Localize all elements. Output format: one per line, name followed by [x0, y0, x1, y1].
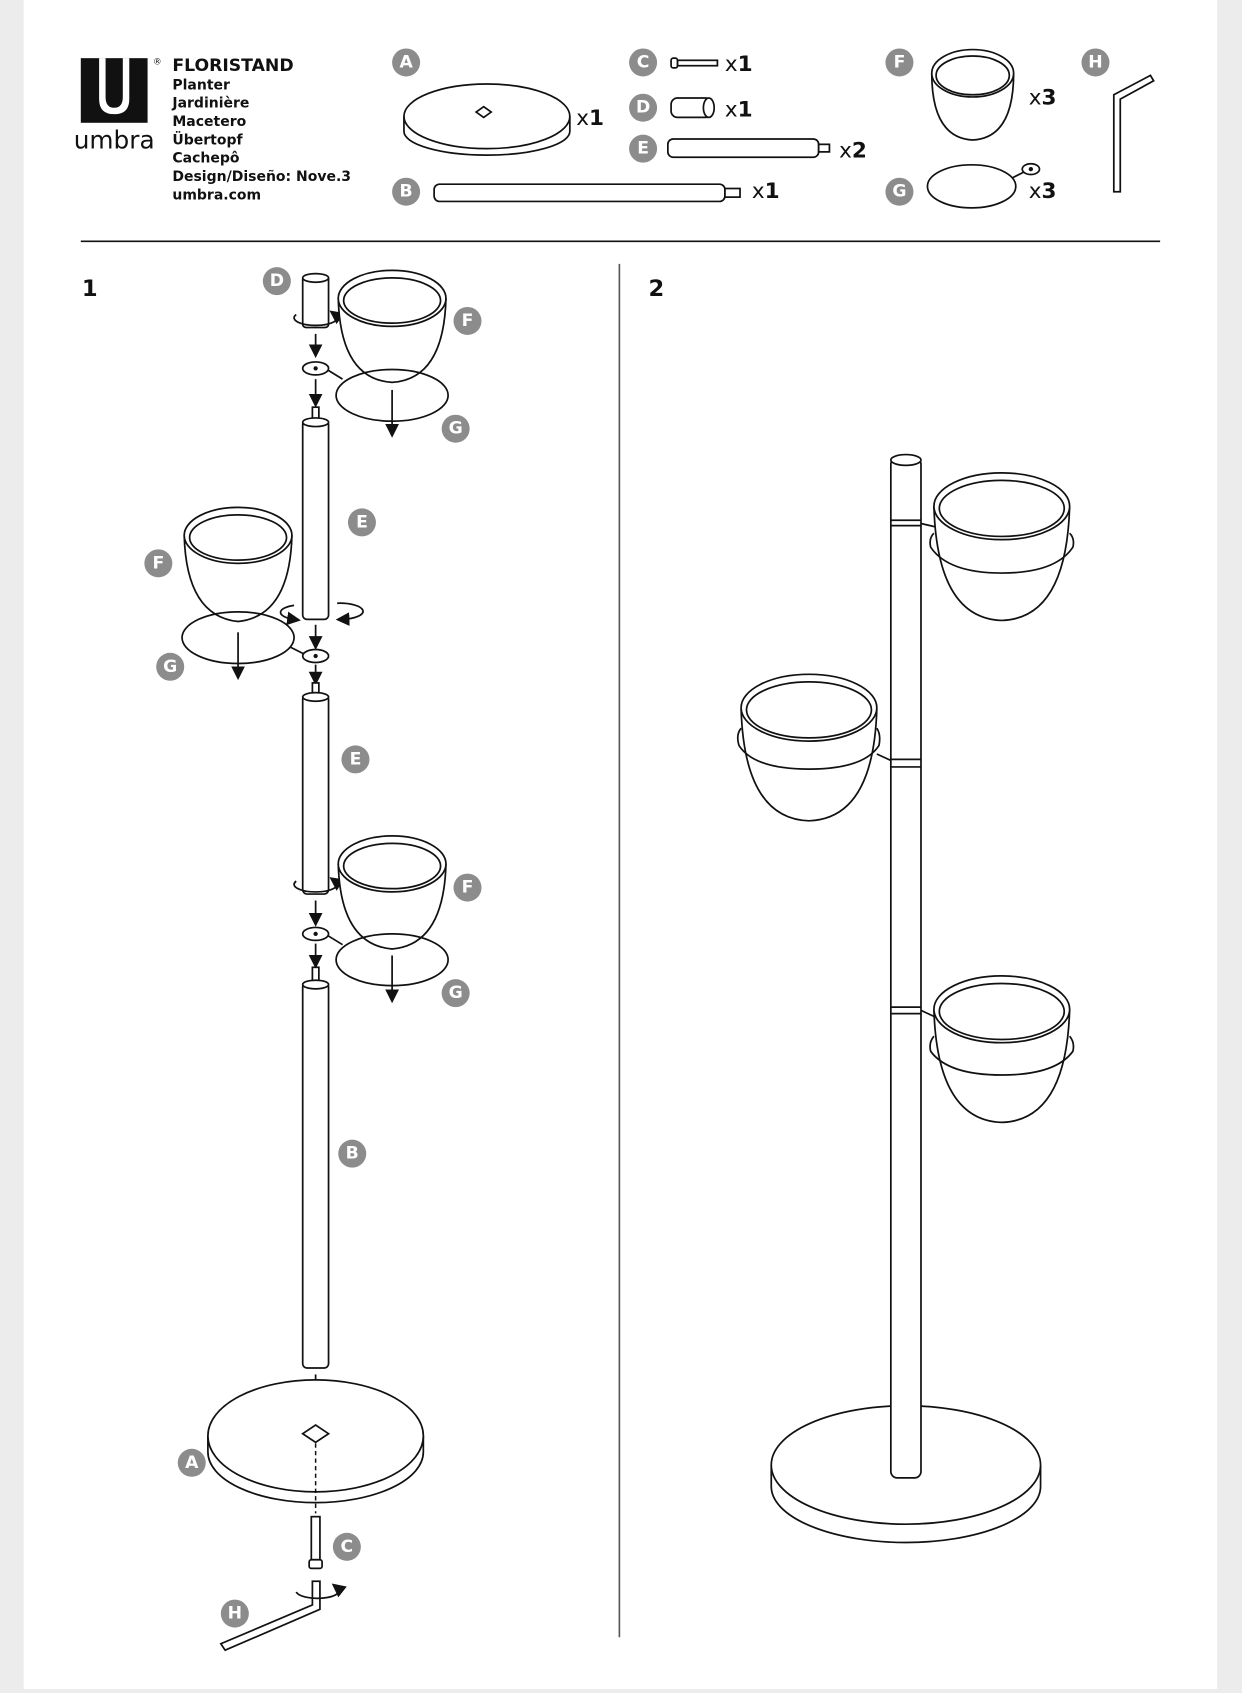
pole-b-part: [301, 981, 330, 1369]
part-label-c: C: [629, 48, 658, 77]
assembled-pot: [920, 975, 1075, 1124]
step-2-assembled-view: [736, 453, 1075, 1544]
brand-name: umbra: [74, 126, 155, 155]
pot-part: [337, 835, 447, 950]
header-line: Übertopf: [172, 130, 243, 148]
callout-g: G: [441, 414, 470, 443]
callout-e: E: [341, 745, 370, 774]
svg-text:E: E: [356, 512, 368, 532]
svg-text:E: E: [637, 139, 649, 159]
part-label-g: G: [885, 177, 914, 206]
ring-part: [301, 361, 449, 423]
screw-icon: [670, 57, 719, 69]
callout-h: H: [220, 1599, 249, 1628]
part-label-d: D: [629, 93, 658, 122]
part-qty-g: x3: [1029, 179, 1057, 204]
part-qty-b: x1: [752, 179, 780, 204]
header-line: Design/Diseño: Nove.3: [172, 169, 351, 185]
svg-text:B: B: [400, 182, 413, 202]
svg-text:F: F: [462, 878, 474, 898]
callout-b: B: [338, 1139, 367, 1168]
callout-d: D: [262, 267, 291, 296]
product-title: FLORISTAND: [172, 56, 293, 76]
parts-list: A x1 B x1 C x1 D x1 E x2 F x3 G: [392, 48, 1155, 209]
assembled-pole: [889, 456, 922, 1479]
callout-f: F: [453, 873, 482, 902]
callout-a: A: [177, 1448, 206, 1477]
rotate-arrow-icon: [293, 310, 345, 327]
part-qty-e: x2: [839, 138, 867, 163]
svg-text:G: G: [892, 182, 906, 202]
header-line: Macetero: [172, 114, 246, 130]
svg-text:H: H: [1088, 52, 1102, 72]
ring-part: [181, 610, 330, 665]
ring-icon: [926, 162, 1041, 209]
step-1-exploded-view: D F G E F G E F G B A C H: [144, 267, 482, 1652]
part-label-f: F: [885, 48, 914, 77]
callout-g: G: [441, 979, 470, 1008]
long-pole-icon: [433, 183, 741, 203]
part-qty-f: x3: [1029, 85, 1057, 110]
pot-part: [337, 269, 447, 384]
cap-icon: [670, 97, 716, 119]
base-plate-icon: [403, 83, 571, 156]
part-label-e: E: [629, 134, 658, 163]
callout-f: F: [144, 549, 173, 578]
part-label-a: A: [392, 48, 421, 77]
pole-e-part: [301, 693, 330, 895]
svg-text:C: C: [341, 1537, 354, 1557]
part-qty-c: x1: [725, 52, 753, 77]
svg-text:A: A: [399, 52, 413, 72]
pot-part: [183, 506, 293, 623]
screw-part: [310, 1515, 321, 1561]
svg-text:A: A: [185, 1453, 199, 1473]
svg-text:G: G: [449, 419, 463, 439]
header-line: umbra.com: [172, 187, 261, 203]
header-line: Jardinière: [171, 96, 249, 112]
product-header: FLORISTAND Planter Jardinière Macetero Ü…: [171, 56, 351, 203]
svg-text:D: D: [636, 98, 650, 118]
part-qty-a: x1: [576, 106, 604, 131]
ring-part: [301, 926, 449, 987]
svg-text:D: D: [270, 271, 284, 291]
cap-part: [301, 274, 330, 329]
part-label-b: B: [392, 177, 421, 206]
part-label-h: H: [1081, 48, 1110, 77]
step-number-2: 2: [648, 276, 664, 302]
svg-text:F: F: [152, 553, 164, 573]
assembled-pot: [736, 673, 892, 822]
assembled-pot: [920, 472, 1075, 622]
svg-text:F: F: [462, 311, 474, 331]
header-line: Planter: [172, 77, 230, 93]
svg-text:E: E: [350, 749, 362, 769]
hex-key-icon: [1112, 74, 1155, 193]
base-part: [207, 1378, 425, 1504]
step-number-1: 1: [82, 276, 98, 302]
short-pole-icon: [666, 138, 831, 159]
page-background: [23, 0, 1218, 1689]
svg-text:G: G: [449, 983, 463, 1003]
callout-g: G: [156, 652, 185, 681]
header-line: Cachepô: [172, 151, 240, 167]
callout-e: E: [347, 508, 376, 537]
callout-f: F: [453, 306, 482, 335]
hex-key-part: [219, 1580, 321, 1652]
pot-icon: [930, 48, 1015, 141]
svg-text:F: F: [894, 52, 906, 72]
callout-c: C: [332, 1532, 361, 1561]
umbra-logo: umbra ®: [74, 58, 162, 155]
svg-text:B: B: [346, 1144, 359, 1164]
registered-mark: ®: [153, 58, 162, 68]
svg-text:H: H: [228, 1604, 242, 1624]
svg-text:G: G: [163, 657, 177, 677]
pole-e-part: [301, 419, 330, 621]
svg-text:C: C: [637, 52, 650, 72]
part-qty-d: x1: [725, 97, 753, 122]
